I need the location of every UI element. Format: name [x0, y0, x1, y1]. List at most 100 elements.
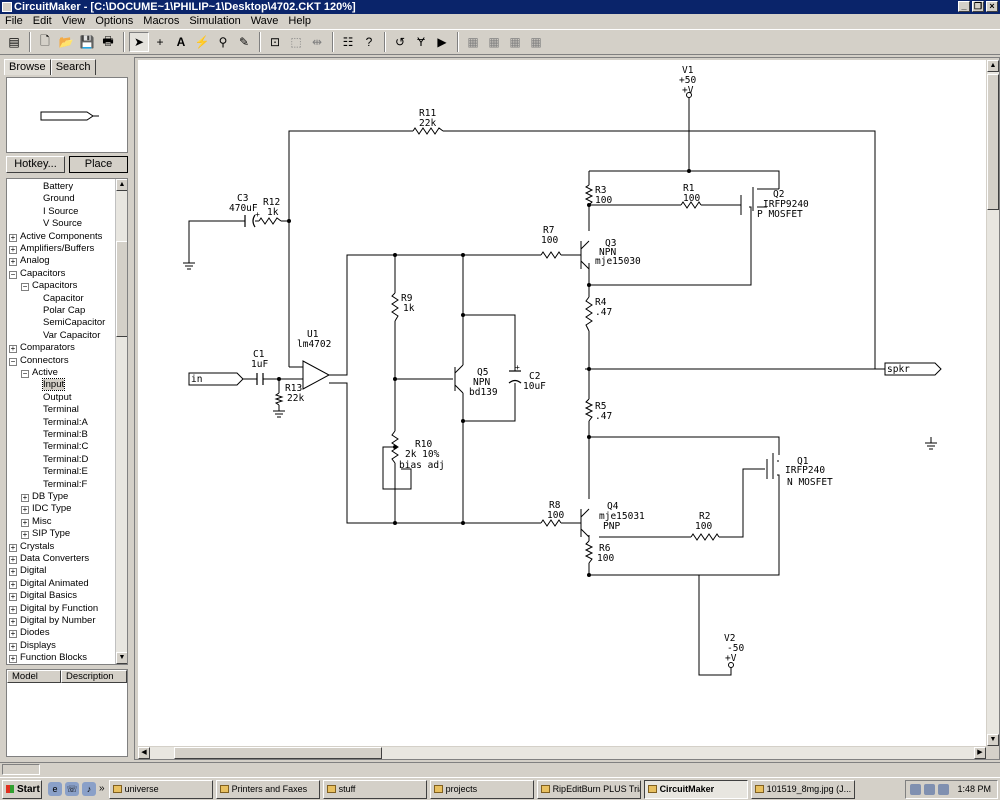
taskbar-item-ripeditburn[interactable]: RipEditBurn PLUS Trial — [536, 779, 641, 799]
collapse-icon[interactable]: − — [9, 269, 17, 279]
expand-icon[interactable]: + — [9, 567, 17, 577]
tab-search[interactable]: Search — [50, 59, 96, 75]
scroll-right-arrow[interactable]: ▶ — [974, 747, 986, 759]
canvas-horizontal-scrollbar[interactable]: ◀ ▶ — [138, 747, 986, 759]
tree-item[interactable]: +Digital — [9, 565, 46, 578]
tree-item[interactable]: Terminal:B — [43, 429, 88, 442]
tree-item[interactable]: +Data Converters — [9, 553, 89, 566]
zoom-fit-icon[interactable]: ⊡ — [269, 35, 281, 49]
tree-item[interactable]: Polar Cap — [43, 305, 85, 318]
wire-tool-icon[interactable]: + — [156, 35, 164, 49]
collapse-icon[interactable]: − — [21, 282, 29, 292]
reset-icon[interactable]: ↺ — [394, 35, 406, 49]
tree-item[interactable]: Output — [43, 392, 72, 405]
schematic-canvas[interactable]: V1 +50 +V R11 22k C3 470uF R12 1k + R3 1… — [138, 60, 986, 746]
tree-item[interactable]: +Digital by Number — [9, 615, 96, 628]
menu-simulation[interactable]: Simulation — [189, 15, 241, 27]
restore-button[interactable]: ❐ — [972, 1, 984, 12]
taskbar-item-circuitmaker[interactable]: CircuitMaker — [643, 779, 748, 799]
expand-icon[interactable]: + — [9, 617, 17, 626]
tree-item[interactable]: +Amplifiers/Buffers — [9, 243, 94, 256]
tree-item[interactable]: +Digital by Function — [9, 603, 98, 616]
menu-help[interactable]: Help — [288, 15, 312, 27]
canvas-scroll-up-arrow[interactable]: ▲ — [987, 60, 999, 72]
menu-view[interactable]: View — [61, 15, 86, 27]
menu-edit[interactable]: Edit — [32, 15, 52, 27]
expand-icon[interactable]: + — [21, 517, 29, 527]
text-tool-icon[interactable]: A — [176, 35, 186, 49]
taskbar-item-printers[interactable]: Printers and Faxes — [215, 779, 320, 799]
tree-item[interactable]: Battery — [43, 181, 73, 194]
probe-tool-icon[interactable]: ⚡ — [194, 35, 210, 49]
close-button[interactable]: × — [986, 1, 998, 12]
horizontal-scroll-thumb[interactable] — [174, 747, 382, 759]
run-simulation-icon[interactable]: ▶ — [437, 35, 447, 49]
tree-item[interactable]: Var Capacitor — [43, 330, 100, 343]
tree-item[interactable]: +Function Blocks — [9, 652, 87, 664]
expand-icon[interactable]: + — [21, 493, 29, 502]
help-icon[interactable]: ? — [365, 35, 373, 49]
expand-icon[interactable]: + — [9, 579, 17, 589]
tree-item[interactable]: +DB Type — [21, 491, 68, 504]
expand-icon[interactable]: + — [9, 542, 17, 552]
start-button[interactable]: Start — [2, 779, 42, 799]
expand-icon[interactable]: + — [9, 232, 17, 242]
tree-item[interactable]: −Active — [21, 367, 58, 380]
tree-item[interactable]: +Analog — [9, 255, 50, 268]
tree-item[interactable]: Terminal:D — [43, 454, 88, 467]
tree-item[interactable]: Terminal — [43, 404, 79, 417]
menu-macros[interactable]: Macros — [143, 15, 180, 27]
tree-item[interactable]: Terminal:E — [43, 466, 88, 479]
tab-browse[interactable]: Browse — [4, 59, 51, 75]
taskbar-item-stuff[interactable]: stuff — [322, 779, 427, 799]
expand-icon[interactable]: + — [9, 555, 17, 564]
expand-icon[interactable]: + — [9, 245, 17, 254]
save-icon[interactable]: 💾 — [79, 35, 95, 49]
tree-item[interactable]: Terminal:A — [43, 417, 88, 430]
tree-item[interactable]: SemiCapacitor — [43, 317, 105, 330]
tree-item[interactable]: +SIP Type — [21, 528, 70, 541]
step-icon[interactable]: ▦ — [467, 35, 479, 49]
scope-icon[interactable]: ▦ — [509, 35, 521, 49]
tree-item[interactable]: Terminal:F — [43, 479, 87, 492]
tree-item[interactable]: Input — [41, 378, 66, 392]
open-folder-icon[interactable]: 📂 — [58, 35, 74, 49]
new-file-icon[interactable]: 🗋 — [40, 33, 50, 48]
tree-scrollbar[interactable]: ▲ ▼ — [115, 179, 127, 664]
vertical-scroll-thumb[interactable] — [987, 74, 999, 210]
app-icon[interactable] — [2, 2, 12, 12]
media-icon[interactable]: ♪ — [82, 782, 96, 796]
expand-icon[interactable]: + — [9, 629, 17, 639]
trace-icon[interactable]: ▦ — [488, 35, 500, 49]
output-connector[interactable] — [884, 362, 942, 376]
expand-icon[interactable]: + — [9, 654, 17, 664]
clock[interactable]: 1:48 PM — [957, 784, 991, 794]
zoom-tool-icon[interactable]: ⚲ — [218, 35, 228, 49]
tree-item[interactable]: −Connectors — [9, 355, 69, 368]
expand-icon[interactable]: + — [21, 505, 29, 515]
arrow-tool-icon[interactable]: ➤ — [129, 32, 149, 52]
expand-icon[interactable]: + — [9, 257, 17, 267]
tree-item[interactable]: +Displays — [9, 640, 56, 653]
tree-scroll-thumb[interactable] — [116, 241, 127, 337]
scroll-down-arrow[interactable]: ▼ — [116, 652, 127, 664]
tree-item[interactable]: I Source — [43, 206, 78, 219]
tree-item[interactable]: +Digital Animated — [9, 578, 89, 591]
collapse-icon[interactable]: − — [21, 369, 29, 378]
tree-item[interactable]: V Source — [43, 218, 82, 231]
collapse-icon[interactable]: − — [9, 356, 17, 366]
canvas-scroll-down-arrow[interactable]: ▼ — [987, 734, 999, 746]
tree-item[interactable]: +Active Components — [9, 231, 102, 244]
taskbar-item-projects[interactable]: projects — [429, 779, 534, 799]
network-icon[interactable] — [910, 784, 921, 795]
rotate-part-icon[interactable]: ⬚ — [290, 35, 302, 49]
tree-item[interactable]: +IDC Type — [21, 503, 71, 516]
expand-icon[interactable]: + — [9, 592, 17, 602]
expand-icon[interactable]: + — [9, 641, 17, 651]
menu-options[interactable]: Options — [95, 15, 134, 27]
probe-icon[interactable]: Ɏ — [416, 35, 425, 49]
hotkey-button[interactable]: Hotkey... — [6, 156, 65, 173]
tree-item[interactable]: +Digital Basics — [9, 590, 77, 603]
tree-item[interactable]: −Capacitors — [21, 280, 77, 293]
